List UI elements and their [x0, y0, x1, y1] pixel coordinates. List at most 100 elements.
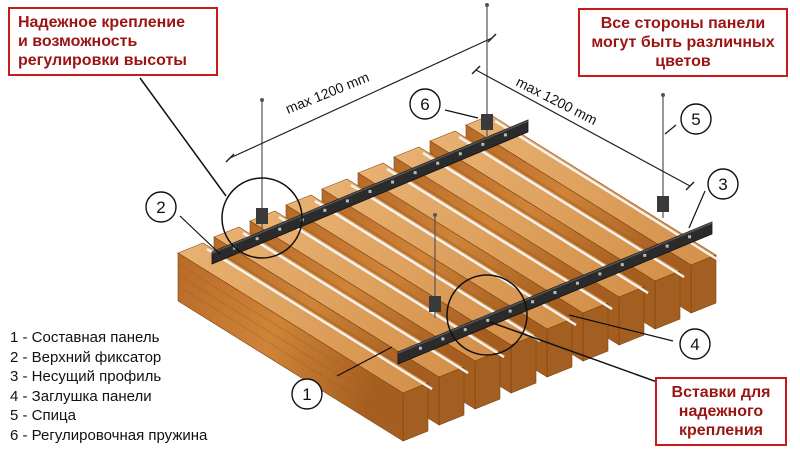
marker-number: 1: [302, 385, 311, 404]
marker-circle: [680, 103, 712, 135]
dimension-tick: [471, 65, 481, 75]
marker-number: 2: [156, 198, 165, 217]
profile-notch: [391, 180, 395, 184]
part-marker: 2: [145, 191, 221, 255]
rod-top: [661, 93, 665, 97]
legend-item: 6 - Регулировочная пружина: [10, 426, 208, 444]
profile-notch: [418, 346, 422, 350]
marker-leader: [179, 215, 221, 255]
profile-notch: [463, 328, 467, 332]
callout-line: крепления: [678, 422, 764, 439]
wood-panel: [177, 242, 433, 442]
detail-circle: [446, 274, 528, 356]
wood-grain: [249, 231, 476, 373]
panel-end-face: [546, 318, 573, 378]
panel-gap: [206, 247, 433, 391]
dimension-tick: [487, 33, 497, 43]
callout-line: цветов: [655, 53, 711, 70]
callout-line: Надежное крепление: [18, 14, 186, 31]
profile-notch: [436, 161, 440, 165]
panel-end-face: [402, 382, 429, 442]
dimension-axis: [475, 69, 691, 187]
profile-notch: [665, 244, 669, 248]
callout-line: и возможность: [18, 33, 138, 50]
inserts-callout: Вставки для надежного крепления: [655, 377, 787, 446]
profile-notch: [278, 227, 282, 231]
legend-item: 1 - Составная панель: [10, 329, 160, 346]
spring-clip: [256, 208, 268, 224]
rod-top: [485, 3, 489, 7]
marker-leader: [688, 190, 706, 229]
profile-notch: [368, 190, 372, 193]
callout-line: регулировки высоты: [18, 52, 187, 69]
part-marker: 3: [688, 168, 739, 229]
marker-number: 6: [420, 95, 429, 114]
profile-notch: [345, 199, 349, 203]
wood-grain: [177, 263, 404, 405]
callout-line: Все стороны панели: [600, 15, 766, 32]
panel-end-face: [582, 302, 609, 362]
profile-notch: [575, 281, 579, 285]
marker-circle: [409, 88, 441, 120]
profile-notch: [323, 208, 327, 212]
dimension-label: max 1200 mm: [514, 73, 600, 128]
panel-side-face: [177, 252, 404, 442]
spring-clip: [657, 196, 669, 212]
marker-number: 3: [718, 175, 727, 194]
profile-notch: [643, 253, 647, 257]
spring-clip: [481, 114, 493, 130]
panel-end-face: [474, 350, 501, 410]
callout-line: надежного: [678, 403, 764, 420]
suspension-rod: [429, 213, 441, 318]
reliable-mounting-callout: Надежное крепление и возможность регулир…: [8, 7, 218, 76]
marker-circle: [291, 378, 323, 410]
part-marker: 1: [291, 346, 393, 410]
marker-circle: [145, 191, 177, 223]
part-marker: 6: [409, 88, 479, 120]
panel-end-face: [438, 366, 465, 426]
part-marker: 4: [568, 314, 711, 360]
parts-legend: 1 - Составная панель 2 - Верхний фиксато…: [10, 328, 207, 445]
profile-notch: [620, 263, 624, 267]
legend-item: 2 - Верхний фиксатор: [10, 348, 162, 366]
detail-circle: [221, 177, 303, 259]
callout-line: могут быть различных: [591, 34, 775, 51]
callout-leader: [489, 321, 661, 384]
marker-leader: [336, 346, 393, 377]
dimension-tick: [685, 181, 695, 191]
wood-grain: [177, 285, 404, 427]
panel-end-face: [654, 270, 681, 330]
rod-top: [433, 213, 437, 217]
profile-notch: [598, 272, 602, 276]
carrier-profile: [211, 119, 529, 265]
profile-notch: [481, 142, 485, 146]
dimension-tick: [225, 153, 235, 163]
panel-end-face: [618, 286, 645, 346]
marker-leader: [444, 109, 479, 119]
part-marker: 5: [664, 103, 712, 135]
dimension-axis: [229, 37, 493, 159]
suspension-rod: [481, 3, 493, 136]
profile-notch: [553, 291, 557, 294]
profile-notch: [486, 318, 490, 322]
marker-leader: [664, 124, 677, 135]
legend-item: 5 - Спица: [10, 407, 76, 424]
profile-notch: [688, 235, 692, 239]
rod-top: [260, 98, 264, 102]
wood-grain: [177, 274, 404, 416]
panel-end-face: [690, 254, 717, 314]
marker-leader: [568, 314, 674, 342]
profile-notch: [503, 133, 507, 137]
panel-colors-callout: Все стороны панели могут быть различных …: [578, 8, 788, 77]
spring-clip: [429, 296, 441, 312]
callout-leader: [139, 77, 227, 197]
profile-notch: [458, 152, 462, 156]
callout-line: Вставки для: [671, 384, 771, 401]
marker-circle: [679, 328, 711, 360]
marker-circle: [707, 168, 739, 200]
legend-item: 3 - Несущий профиль: [10, 368, 162, 385]
wood-grain: [213, 247, 440, 389]
profile-notch: [508, 309, 512, 313]
dimension-label: max 1200 mm: [283, 69, 371, 117]
